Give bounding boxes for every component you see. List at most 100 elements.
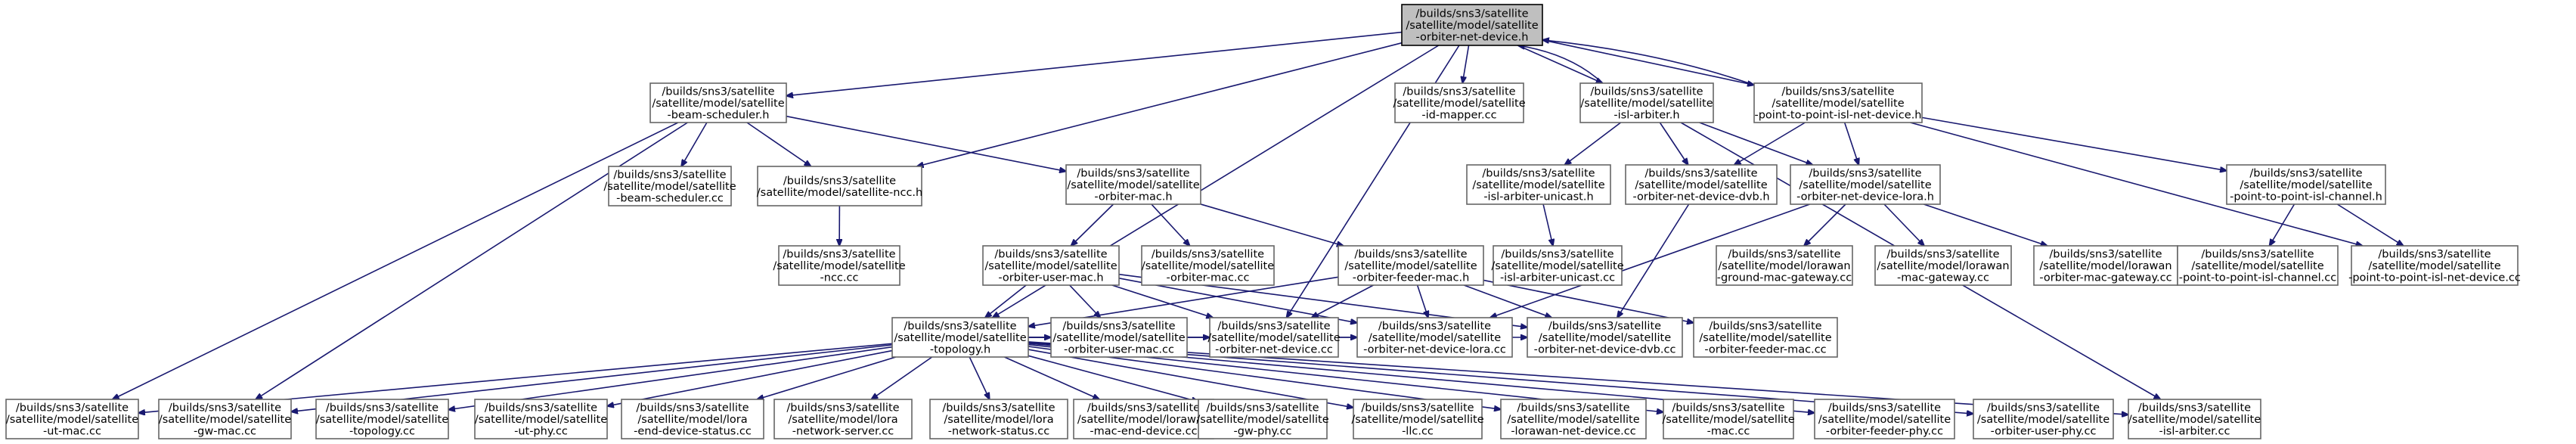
graph-node-lora-ns-cc[interactable]: /builds/sns3/satellite/satellite/model/l… (773, 399, 913, 439)
graph-node-topology-cc[interactable]: /builds/sns3/satellite/satellite/model/s… (315, 399, 449, 439)
node-label-line: /satellite/model/lorawan (1877, 260, 2009, 272)
graph-node-user-mac-cc[interactable]: /builds/sns3/satellite/satellite/model/s… (1050, 317, 1188, 358)
node-label-line: /builds/sns3/satellite (1828, 402, 1941, 415)
edge-orbiter-mac-h-to-orbiter-mac-cc (1151, 203, 1190, 246)
node-box (2177, 245, 2339, 286)
graph-node-feeder-mac-h[interactable]: /builds/sns3/satellite/satellite/model/s… (1338, 245, 1484, 286)
node-box (608, 166, 732, 206)
node-label-line: /satellite/model/satellite (1472, 179, 1604, 191)
node-label-line: /satellite/model/lora (788, 414, 897, 426)
node-label-line: -orbiter-net-device-dvb.h (1632, 191, 1769, 203)
edge-root-to-beam-sched-h (786, 31, 1403, 96)
edge-topology-h-to-lora-ns-cc (871, 356, 933, 399)
node-label-line: -point-to-point-isl-channel.h (2230, 191, 2382, 203)
node-label-line: -point-to-point-isl-channel.cc (2179, 272, 2337, 284)
node-box (1874, 245, 2012, 286)
node-box (1353, 399, 1483, 439)
node-label-line: /satellite/model/lorawan (2039, 260, 2171, 272)
node-label-line: /satellite/model/satellite (1699, 332, 1831, 344)
graph-node-lora-eds-cc[interactable]: /builds/sns3/satellite/satellite/model/l… (621, 399, 764, 439)
graph-node-mac-cc[interactable]: /builds/sns3/satellite/satellite/model/s… (1662, 399, 1795, 439)
node-label-line: -orbiter-net-device.cc (1215, 344, 1333, 356)
graph-node-lorawan-nd-cc[interactable]: /builds/sns3/satellite/satellite/model/s… (1500, 399, 1647, 439)
node-label-line: /builds/sns3/satellite (2138, 402, 2251, 415)
node-label-line: /builds/sns3/satellite (636, 402, 749, 415)
edge-p2p-isl-ch-h-to-p2p-isl-nd-cc (2336, 203, 2403, 246)
node-label-line: /builds/sns3/satellite (1152, 249, 1264, 261)
graph-node-lora-nst-cc[interactable]: /builds/sns3/satellite/satellite/model/l… (929, 399, 1068, 439)
node-label-line: /satellite/model/lora (944, 414, 1053, 426)
edge-user-mac-h-to-user-mac-cc (1069, 284, 1101, 318)
graph-node-ncc-h[interactable]: /builds/sns3/satellite/satellite/model/s… (757, 166, 922, 206)
node-label-line: /satellite/model/satellite (894, 332, 1026, 344)
edge-user-mac-h-to-topology-h (985, 284, 1027, 318)
node-label-line: -topology.h (930, 344, 990, 356)
node-label-line: -gw-mac.cc (194, 426, 256, 438)
edge-feeder-mac-h-to-feeder-mac-cc (1483, 279, 1694, 322)
node-label-line: /builds/sns3/satellite (1517, 402, 1629, 415)
graph-node-ond-cc[interactable]: /builds/sns3/satellite/satellite/model/s… (1207, 317, 1341, 358)
node-label-line: -orbiter-feeder-mac.h (1353, 272, 1470, 284)
node-box (891, 317, 1029, 358)
graph-node-p2p-isl-ch-cc[interactable]: /builds/sns3/satellite/satellite/model/s… (2177, 245, 2339, 286)
graph-node-user-mac-h[interactable]: /builds/sns3/satellite/satellite/model/s… (982, 245, 1120, 286)
graph-node-orbiter-gw-cc[interactable]: /builds/sns3/satellite/satellite/model/l… (2033, 245, 2178, 286)
node-label-line: /builds/sns3/satellite (1781, 86, 1894, 98)
node-box (1973, 399, 2114, 439)
node-label-line: /satellite/model/lorawan (1077, 414, 1210, 426)
edge-root-to-p2p-isl-nd-h (1542, 39, 1754, 85)
node-box (982, 245, 1120, 286)
graph-node-isl-unicast-h[interactable]: /builds/sns3/satellite/satellite/model/s… (1466, 164, 1611, 205)
graph-node-lorawan-ed-cc[interactable]: /builds/sns3/satellite/satellite/model/l… (1073, 399, 1214, 439)
node-label-line: /satellite/model/satellite (1539, 332, 1671, 344)
graph-node-mac-gw-cc[interactable]: /builds/sns3/satellite/satellite/model/l… (1874, 245, 2012, 286)
graph-node-p2p-isl-nd-cc[interactable]: /builds/sns3/satellite/satellite/model/s… (2348, 245, 2521, 286)
graph-node-ut-phy-cc[interactable]: /builds/sns3/satellite/satellite/model/s… (474, 399, 608, 439)
graph-node-p2p-isl-nd-h[interactable]: /builds/sns3/satellite/satellite/model/s… (1753, 82, 1923, 123)
node-label-line: /builds/sns3/satellite (485, 402, 597, 415)
graph-node-ond-dvb-h[interactable]: /builds/sns3/satellite/satellite/model/s… (1625, 164, 1778, 205)
node-label-line: /satellite/model/satellite (1406, 20, 1538, 32)
graph-node-p2p-isl-ch-h[interactable]: /builds/sns3/satellite/satellite/model/s… (2226, 164, 2386, 205)
graph-node-gw-phy-cc[interactable]: /builds/sns3/satellite/satellite/model/s… (1196, 399, 1329, 439)
node-box (1394, 82, 1524, 123)
graph-node-feeder-phy-cc[interactable]: /builds/sns3/satellite/satellite/model/s… (1814, 399, 1955, 439)
graph-node-orbiter-mac-h[interactable]: /builds/sns3/satellite/satellite/model/s… (1065, 164, 1201, 205)
graph-node-isl-arbiter-h[interactable]: /builds/sns3/satellite/satellite/model/s… (1579, 82, 1714, 123)
graph-node-feeder-mac-cc[interactable]: /builds/sns3/satellite/satellite/model/s… (1693, 317, 1838, 358)
graph-node-user-phy-cc[interactable]: /builds/sns3/satellite/satellite/model/s… (1973, 399, 2114, 439)
node-label-line: /satellite/model/satellite (1196, 414, 1328, 426)
graph-node-root[interactable]: /builds/sns3/satellite/satellite/model/s… (1401, 4, 1543, 46)
node-box (1466, 164, 1611, 205)
graph-node-ond-lora-cc[interactable]: /builds/sns3/satellite/satellite/model/s… (1356, 317, 1513, 358)
graph-node-isl-arbiter-cc[interactable]: /builds/sns3/satellite/satellite/model/s… (2128, 399, 2261, 439)
node-label-line: /satellite/model/satellite (1351, 414, 1483, 426)
graph-node-beam-sched-h[interactable]: /builds/sns3/satellite/satellite/model/s… (649, 82, 787, 123)
graph-node-orbiter-mac-cc[interactable]: /builds/sns3/satellite/satellite/model/s… (1141, 245, 1275, 286)
node-label-line: -network-server.cc (792, 426, 894, 438)
graph-node-llc-cc[interactable]: /builds/sns3/satellite/satellite/model/s… (1351, 399, 1484, 439)
graph-node-topology-h[interactable]: /builds/sns3/satellite/satellite/model/s… (891, 317, 1029, 358)
graph-node-ond-lora-h[interactable]: /builds/sns3/satellite/satellite/model/s… (1790, 164, 1941, 205)
node-label-line: /satellite/model/satellite (603, 181, 736, 193)
edge-beam-sched-h-to-orbiter-mac-h (786, 115, 1066, 172)
graph-node-gw-mac-cc[interactable]: /builds/sns3/satellite/satellite/model/s… (158, 399, 292, 439)
node-label-line: -mac.cc (1707, 426, 1750, 438)
graph-node-ground-gw-cc[interactable]: /builds/sns3/satellite/satellite/model/l… (1716, 245, 1853, 286)
node-label-line: /builds/sns3/satellite (1482, 168, 1595, 180)
node-box (1693, 317, 1838, 358)
node-label-line: /satellite/model/satellite (6, 414, 138, 426)
graph-node-ut-mac-cc[interactable]: /builds/sns3/satellite/satellite/model/s… (5, 399, 139, 439)
edge-beam-sched-h-to-ut-mac-cc (113, 122, 679, 399)
node-label-line: -beam-scheduler.cc (616, 193, 724, 205)
graph-node-ond-dvb-cc[interactable]: /builds/sns3/satellite/satellite/model/s… (1527, 317, 1683, 358)
graph-node-beam-sched-cc[interactable]: /builds/sns3/satellite/satellite/model/s… (603, 166, 736, 206)
node-label-line: /builds/sns3/satellite (1361, 402, 1474, 415)
graph-node-isl-unicast-cc[interactable]: /builds/sns3/satellite/satellite/model/s… (1491, 245, 1624, 286)
node-box (2128, 399, 2261, 439)
node-label-line: /satellite/model/satellite (2368, 260, 2500, 272)
graph-node-id-mapper-cc[interactable]: /builds/sns3/satellite/satellite/model/s… (1393, 82, 1526, 123)
graph-node-ncc-cc[interactable]: /builds/sns3/satellite/satellite/model/s… (773, 245, 906, 286)
node-label-line: /satellite/model/satellite (984, 260, 1117, 272)
node-label-line: -orbiter-mac-gateway.cc (2039, 272, 2171, 284)
